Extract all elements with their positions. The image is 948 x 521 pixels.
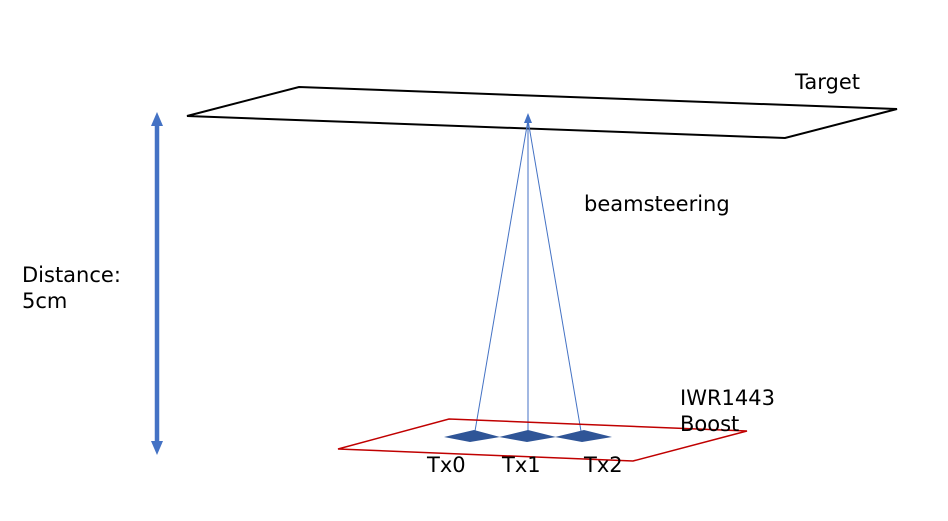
beam-tx0 <box>473 119 529 438</box>
beam-arrow-head <box>524 113 532 123</box>
device-label: IWR1443 Boost <box>680 386 775 436</box>
beam-lines <box>473 113 583 438</box>
tx0-antenna <box>444 430 500 442</box>
tx2-label: Tx2 <box>584 453 623 477</box>
distance-arrow <box>151 112 163 455</box>
tx1-antenna <box>499 430 556 442</box>
beam-tx2 <box>527 119 583 438</box>
distance-arrow-head-top <box>151 112 163 126</box>
beamsteering-label: beamsteering <box>584 192 730 216</box>
tx1-label: Tx1 <box>502 453 541 477</box>
iwr1443-board <box>337 418 748 462</box>
tx0-label: Tx0 <box>427 453 466 477</box>
target-label: Target <box>795 70 860 94</box>
distance-arrow-head-bottom <box>151 441 163 455</box>
distance-label: Distance: 5cm <box>22 263 121 313</box>
target-plane <box>186 85 898 140</box>
tx2-antenna <box>555 430 612 442</box>
